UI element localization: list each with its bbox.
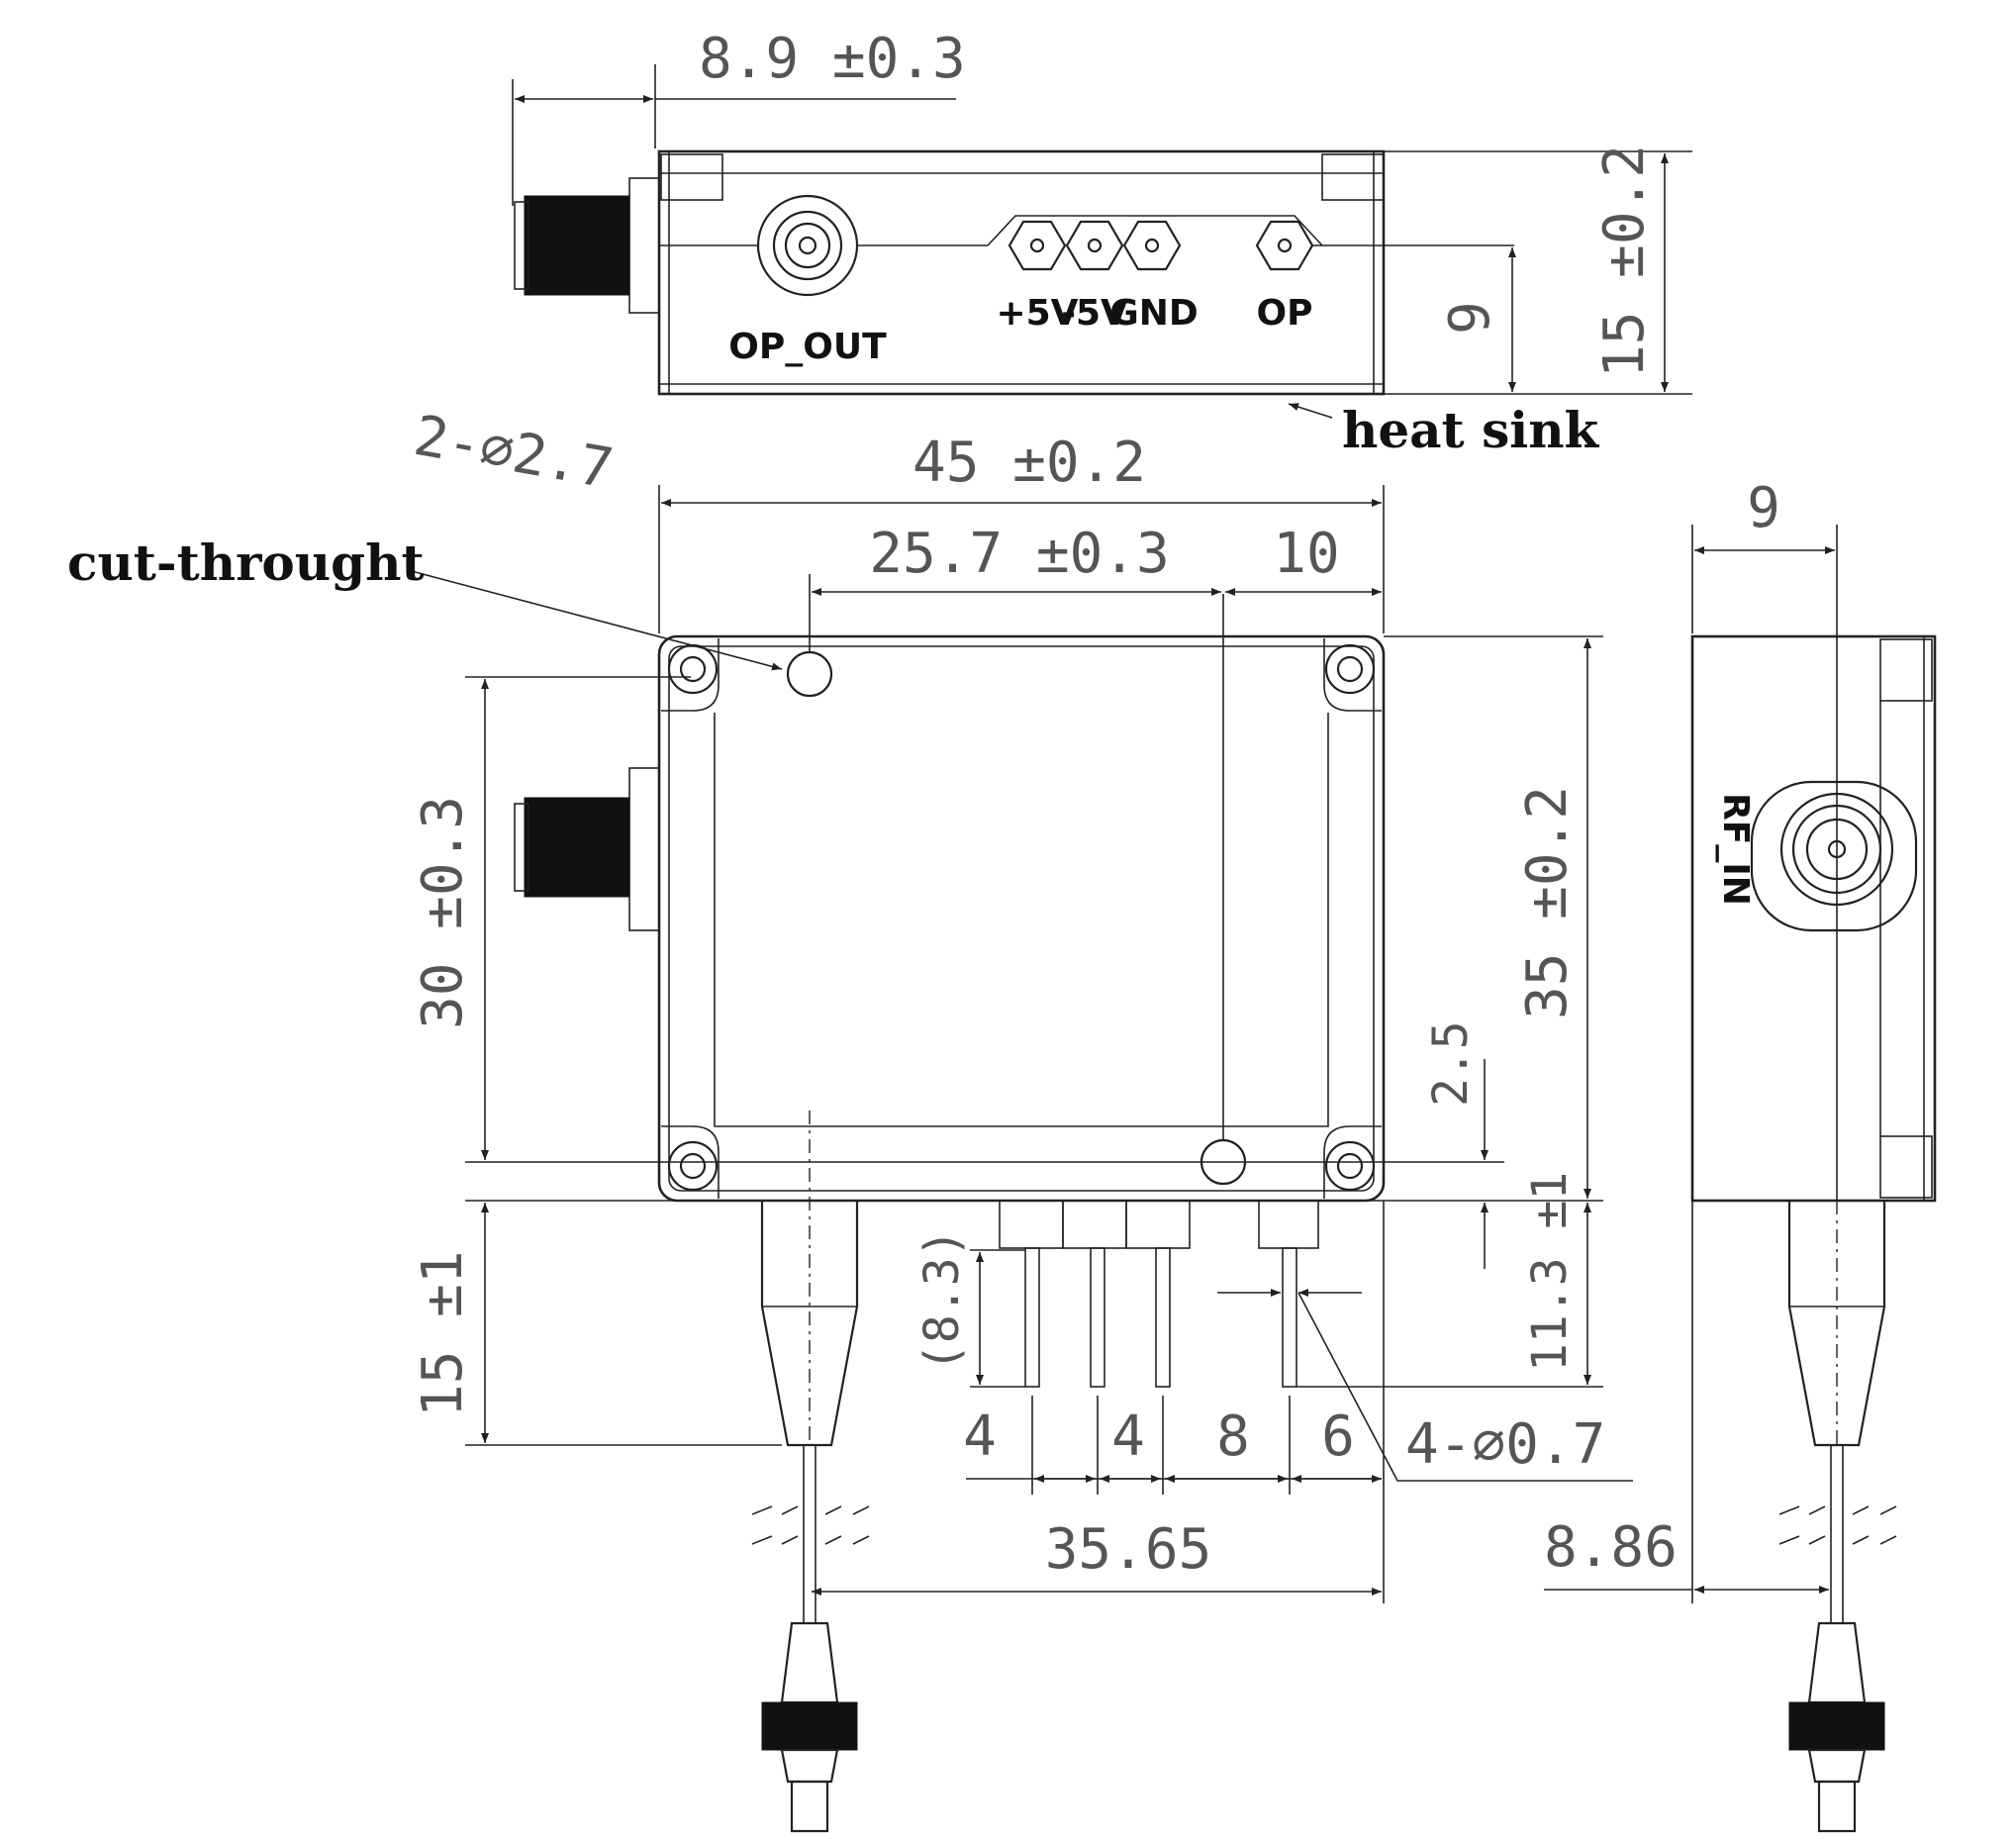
pin-label-gnd: GND bbox=[1109, 293, 1199, 334]
dim-pitch-3: 8 bbox=[1216, 1405, 1250, 1469]
dim-side-width: 9 bbox=[1747, 476, 1780, 540]
dim-pin-diameter: 4-∅0.7 bbox=[1405, 1412, 1605, 1477]
dim-pin-length: (8.3) bbox=[914, 1229, 970, 1373]
dim-pitch-2: 4 bbox=[1111, 1405, 1145, 1469]
dim-top-connector: 8.9 ±0.3 bbox=[699, 27, 966, 91]
dim-pin-offset: 2.5 bbox=[1423, 1020, 1479, 1107]
fiber-connector-side bbox=[1788, 1701, 1885, 1751]
sma-connector-top bbox=[524, 195, 630, 296]
dim-hole-offset: 25.7 ±0.3 bbox=[869, 522, 1169, 586]
fiber-pigtail-front bbox=[751, 1111, 870, 1833]
dim-side-offset: 8.86 bbox=[1544, 1515, 1678, 1580]
dim-right-height: 35 ±0.2 bbox=[1515, 786, 1580, 1019]
dim-pitch-4: 6 bbox=[1321, 1405, 1355, 1469]
dim-total-span: 35.65 bbox=[1045, 1517, 1212, 1582]
top-view: OP_OUT +5V -5V GND OP 8.9 ±0.3 15 ±0.2 9… bbox=[512, 27, 1692, 459]
rf-in-label: RF_IN bbox=[1715, 793, 1756, 906]
dim-top-pin-height: 9 bbox=[1438, 301, 1502, 335]
pin-label-op: OP bbox=[1257, 293, 1313, 334]
mount-holes bbox=[661, 638, 1382, 1199]
dim-width: 45 ±0.2 bbox=[912, 431, 1146, 495]
dim-right-offset: 10 bbox=[1273, 522, 1339, 586]
heat-sink-label: heat sink bbox=[1342, 401, 1600, 459]
dim-pin-depth: 11.3 ±1 bbox=[1522, 1172, 1578, 1372]
sma-connector-front bbox=[524, 797, 630, 898]
pin-headers bbox=[999, 1200, 1319, 1388]
side-view: RF_IN 9 8.86 bbox=[1544, 476, 1937, 1833]
dim-left-height: 30 ±0.3 bbox=[411, 796, 475, 1029]
dim-fiber-length: 15 ±1 bbox=[411, 1250, 475, 1417]
dim-top-height: 15 ±0.2 bbox=[1592, 145, 1657, 378]
rf-in-connector-icon bbox=[1750, 780, 1918, 932]
dim-holes: 2-∅2.7 bbox=[410, 404, 619, 502]
pin-label-p5v: +5V bbox=[996, 293, 1078, 334]
cut-through-label: cut-throught bbox=[67, 533, 425, 592]
pin-label-m5v: -5V bbox=[1061, 293, 1128, 334]
dim-pitch-1: 4 bbox=[963, 1405, 997, 1469]
fiber-pigtail-side bbox=[1778, 1201, 1897, 1833]
op-out-label: OP_OUT bbox=[728, 327, 887, 367]
fiber-connector-front bbox=[761, 1701, 858, 1751]
front-view: 45 ±0.2 2-∅2.7 25.7 ±0.3 10 cut-throught… bbox=[67, 404, 1633, 1833]
